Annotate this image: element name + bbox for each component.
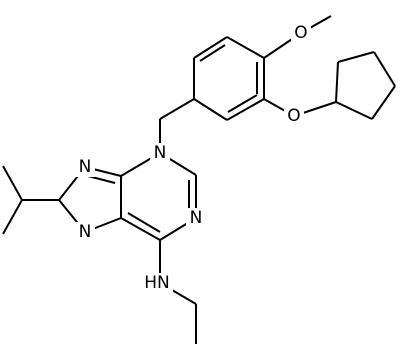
bond-ring-4	[193, 98, 228, 121]
bond-cp-3	[373, 51, 396, 87]
bond-ring-2-inner	[199, 44, 226, 62]
atom-methoxy-oxygen: O	[291, 23, 311, 43]
bond-lines	[2, 15, 396, 344]
bond-ipr-me2	[2, 199, 23, 235]
bond-c4-n7-inner	[87, 175, 116, 184]
atom-n1-label: N	[190, 208, 203, 228]
atom-n1: N	[186, 208, 206, 228]
bond-ring-5-inner	[227, 94, 258, 113]
bond-ring-5	[226, 98, 265, 121]
bond-ipr-me1	[2, 165, 23, 201]
bond-cp-2	[337, 51, 375, 63]
atom-amine-nh-label: HN	[144, 273, 170, 293]
bond-cp-4	[371, 85, 396, 120]
bond-ring-1	[226, 36, 265, 59]
atom-ether-oxygen-label: O	[287, 106, 300, 126]
atom-n3: N	[150, 143, 170, 163]
atom-ether-oxygen: O	[284, 106, 304, 126]
bond-cp-5	[335, 101, 373, 120]
atom-n9: N	[75, 222, 95, 242]
atom-n7: N	[75, 157, 95, 177]
atom-amine-nh: HN	[144, 273, 173, 293]
atom-n3-label: N	[154, 143, 167, 163]
bond-c6-c5	[120, 217, 161, 241]
atom-labels: O O N N N N HN	[75, 23, 311, 293]
atom-n7-label: N	[79, 157, 92, 177]
atom-methoxy-oxygen-label: O	[294, 23, 307, 43]
bond-cp-1	[335, 61, 339, 103]
bond-ring-2	[193, 36, 228, 59]
bond-aryl-ch2	[159, 98, 195, 120]
bond-c6-c5-inner	[127, 212, 161, 233]
atom-n9-label: N	[79, 222, 92, 242]
